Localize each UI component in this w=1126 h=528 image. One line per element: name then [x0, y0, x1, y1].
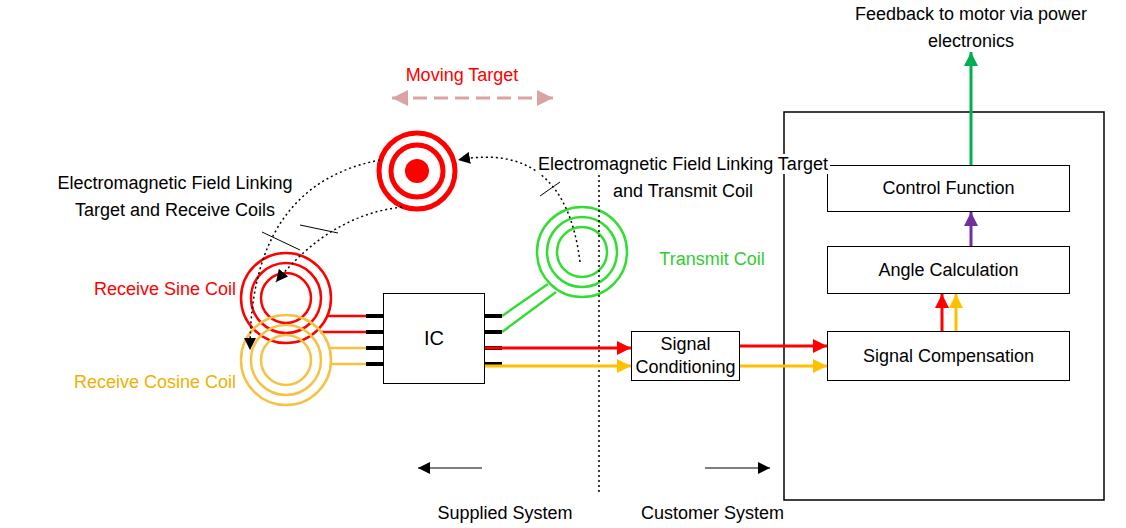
pin	[366, 314, 384, 318]
field-label: Electromagnetic Field Linking Target and…	[30, 170, 320, 224]
motion-label: Moving Target	[382, 62, 542, 89]
receive-cosine-coil	[241, 315, 366, 405]
direction-arrow	[418, 468, 482, 469]
system-label: Supplied System	[420, 500, 590, 527]
pin	[484, 314, 502, 318]
pin	[484, 330, 502, 334]
transmit-coil	[502, 207, 627, 332]
system-label: Customer System	[630, 500, 795, 527]
label-text-run: Electromagnetic Field Linking Target and…	[55, 173, 294, 220]
direction-arrow	[705, 468, 770, 469]
signal-arrow	[740, 345, 827, 348]
leader-lines	[262, 182, 560, 250]
signal-arrow	[485, 347, 631, 350]
label-text-run: Moving Target	[406, 65, 519, 85]
target-ring	[379, 133, 455, 209]
process-box: Signal Compensation	[827, 331, 1070, 381]
coil-lead	[320, 331, 366, 334]
coil-turn	[547, 217, 617, 287]
target-core	[405, 159, 429, 183]
target	[379, 133, 455, 209]
signal-arrow	[941, 294, 944, 331]
label-text-run: Customer System	[641, 503, 784, 523]
coil-lead	[502, 284, 548, 316]
coil-lead	[502, 292, 556, 332]
label-text-run: Transmit Coil	[659, 249, 764, 269]
box-text: Signal Conditioning	[635, 333, 735, 379]
motion-arrow	[392, 97, 553, 100]
process-box: Angle Calculation	[827, 246, 1070, 294]
leader-line	[262, 232, 300, 250]
process-box: Signal Conditioning	[631, 331, 740, 381]
target-ring	[391, 145, 443, 197]
label-text-run: Receive Sine Coil	[94, 279, 236, 299]
coil-lead	[330, 363, 366, 366]
pin	[366, 362, 384, 366]
feedback-arrow	[970, 52, 973, 165]
coil-label: Receive Cosine Coil	[40, 369, 236, 396]
signal-arrow	[740, 365, 827, 368]
customer-frame	[784, 112, 1104, 500]
pin	[366, 346, 384, 350]
signal-arrow	[485, 365, 631, 368]
label-text-run: Electromagnetic Field Linking Target and…	[536, 154, 830, 201]
coil-turn	[537, 207, 627, 297]
system-boundary	[598, 160, 600, 492]
label-text-run: Feedback to motor via power electronics	[855, 4, 1087, 51]
field-label: Electromagnetic Field Linking Target and…	[533, 151, 833, 205]
coil-turn	[241, 315, 331, 405]
coil-turn	[251, 325, 321, 395]
field-line	[276, 207, 402, 282]
signal-arrow	[970, 212, 973, 246]
box-text: Control Function	[882, 177, 1014, 200]
leader-line	[300, 225, 338, 233]
coil-lead	[326, 315, 366, 318]
process-box: Control Function	[827, 165, 1070, 212]
coil-lead	[329, 347, 366, 350]
label-text-run: Receive Cosine Coil	[74, 372, 236, 392]
process-box: IC	[383, 293, 485, 384]
pin	[366, 330, 384, 334]
leader-line	[540, 182, 560, 196]
coil-label: Transmit Coil	[652, 246, 772, 273]
label-text-run: Supplied System	[437, 503, 572, 523]
box-text: Signal Compensation	[863, 345, 1034, 368]
box-text: IC	[424, 327, 444, 350]
signal-arrow	[955, 294, 958, 331]
coil-label: Receive Sine Coil	[60, 276, 236, 303]
feedback-label: Feedback to motor via power electronics	[831, 1, 1111, 55]
box-text: Angle Calculation	[878, 259, 1018, 282]
coil-turn	[261, 335, 311, 385]
